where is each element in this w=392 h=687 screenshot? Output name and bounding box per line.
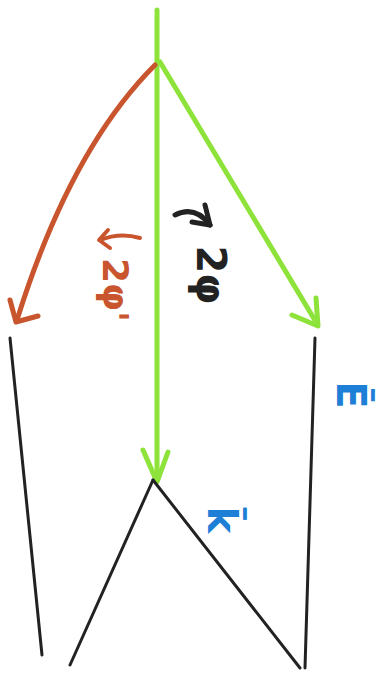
arrow-head (192, 205, 210, 225)
boundary-line (10, 338, 42, 655)
arrow-head (10, 300, 38, 322)
boundary-line (153, 480, 300, 668)
angle-arrow (100, 235, 140, 240)
vector-label: k̄ (202, 507, 242, 534)
arrow-head (99, 230, 110, 248)
boundary-line (70, 480, 153, 665)
arrow-head (292, 298, 318, 326)
left-arrow (17, 65, 155, 320)
vector-label: Ē (331, 381, 371, 408)
arrow-head (143, 450, 168, 482)
angle-label: 2φ' (97, 258, 133, 322)
central-arrow (155, 10, 160, 480)
boundary-line (305, 338, 315, 668)
angle-label: 2φ (191, 245, 231, 304)
right-arrow (160, 62, 316, 322)
